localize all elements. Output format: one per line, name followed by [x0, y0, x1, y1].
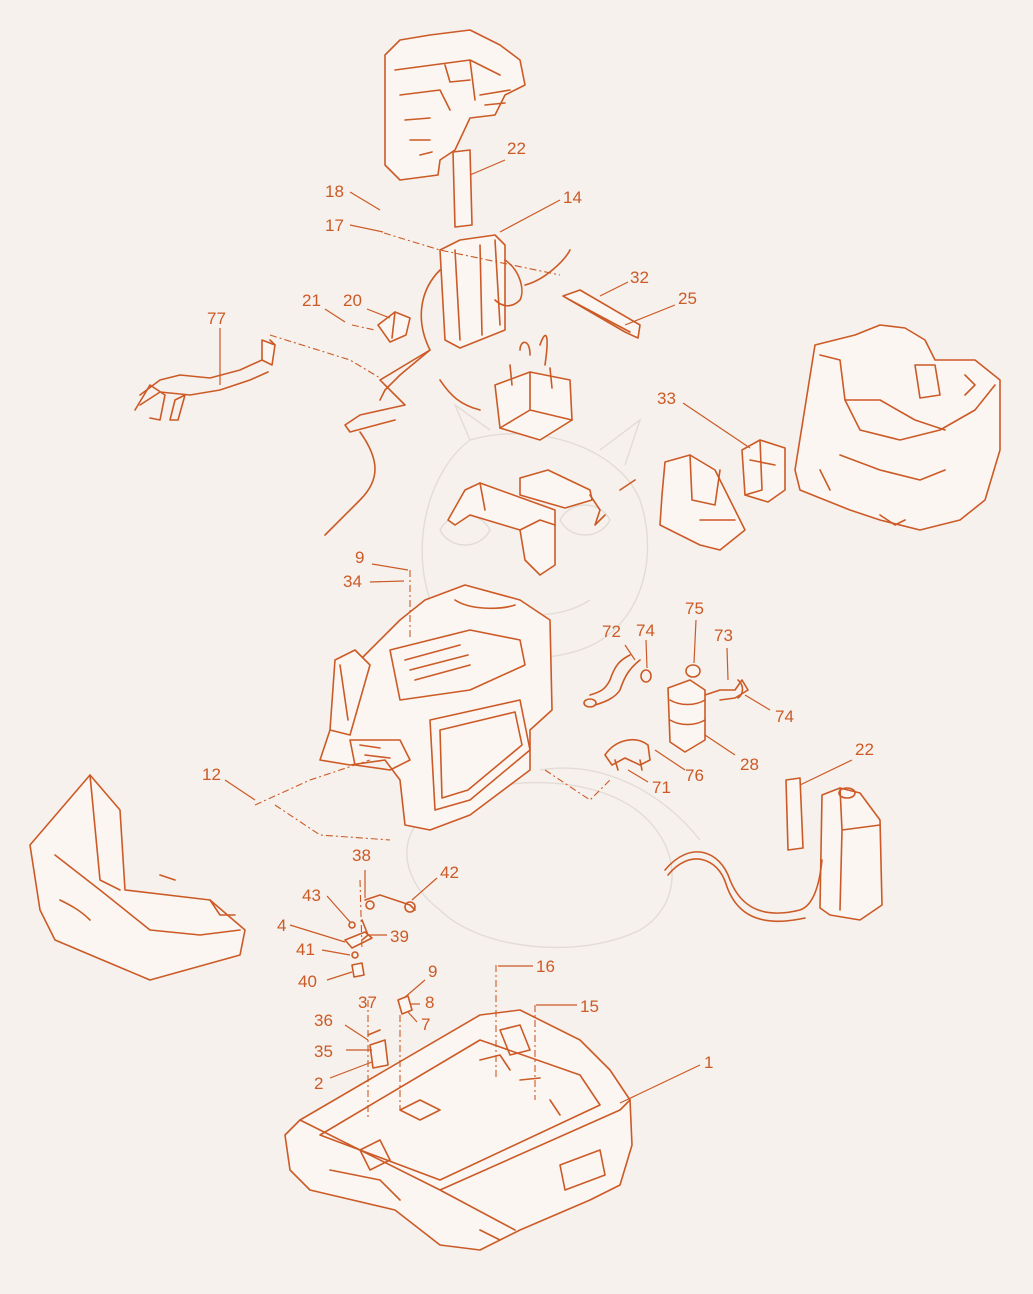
callout-9-lower: 9 — [428, 962, 437, 981]
wiring-harness-center — [324, 269, 481, 536]
callout-34: 34 — [343, 572, 362, 591]
upper-mast-frame — [384, 29, 526, 181]
part-77-harness — [134, 339, 276, 421]
part-14-bracket — [439, 234, 571, 349]
callout-39: 39 — [390, 927, 409, 946]
callout-9-upper: 9 — [355, 548, 364, 567]
callout-22-upper: 22 — [507, 139, 526, 158]
filter-and-hoses — [583, 654, 749, 753]
callout-2: 2 — [314, 1074, 323, 1093]
battery-block — [494, 334, 573, 441]
callout-42: 42 — [440, 863, 459, 882]
part-33-clip — [741, 439, 786, 503]
callout-22-lower: 22 — [855, 740, 874, 759]
callout-12: 12 — [202, 765, 221, 784]
callout-14: 14 — [563, 188, 582, 207]
callout-16: 16 — [536, 957, 555, 976]
callout-18: 18 — [325, 182, 344, 201]
callout-74-right: 74 — [775, 707, 794, 726]
middle-brackets — [447, 454, 746, 576]
left-cover — [29, 774, 246, 981]
callout-41: 41 — [296, 940, 315, 959]
callout-72: 72 — [602, 622, 621, 641]
main-pump-unit — [319, 584, 553, 831]
callout-43: 43 — [302, 886, 321, 905]
callout-74-left: 74 — [636, 621, 655, 640]
callout-33: 33 — [657, 389, 676, 408]
callout-75: 75 — [685, 599, 704, 618]
part-22-tank — [664, 777, 883, 923]
callout-labels: 22 14 18 17 32 25 21 20 77 33 9 34 75 72… — [202, 139, 874, 1093]
callout-71: 71 — [652, 778, 671, 797]
callout-40: 40 — [298, 972, 317, 991]
callout-8: 8 — [425, 993, 434, 1012]
part-22-strip-upper — [452, 149, 473, 228]
callout-32: 32 — [630, 268, 649, 287]
callout-73: 73 — [714, 626, 733, 645]
callout-38: 38 — [352, 846, 371, 865]
part-20-switch — [377, 311, 411, 343]
part-71-clamp — [604, 739, 651, 771]
top-right-housing-shell — [794, 324, 1001, 531]
callout-35: 35 — [314, 1042, 333, 1061]
callout-36: 36 — [314, 1011, 333, 1030]
callout-28: 28 — [740, 755, 759, 774]
small-fittings — [344, 894, 416, 1069]
base-frame — [284, 1009, 633, 1251]
callout-76: 76 — [685, 766, 704, 785]
callout-4: 4 — [277, 916, 286, 935]
watermark-mascot — [406, 402, 701, 949]
callout-37: 37 — [358, 993, 377, 1012]
leader-lines — [219, 159, 853, 1104]
part-25-32-plate — [562, 289, 641, 339]
callout-25: 25 — [678, 289, 697, 308]
callout-77: 77 — [207, 309, 226, 328]
callout-7: 7 — [421, 1015, 430, 1034]
callout-21: 21 — [302, 291, 321, 310]
callout-17: 17 — [325, 216, 344, 235]
callout-1: 1 — [704, 1053, 713, 1072]
callout-15: 15 — [580, 997, 599, 1016]
assembly-centerlines — [254, 232, 611, 1120]
callout-20: 20 — [343, 291, 362, 310]
